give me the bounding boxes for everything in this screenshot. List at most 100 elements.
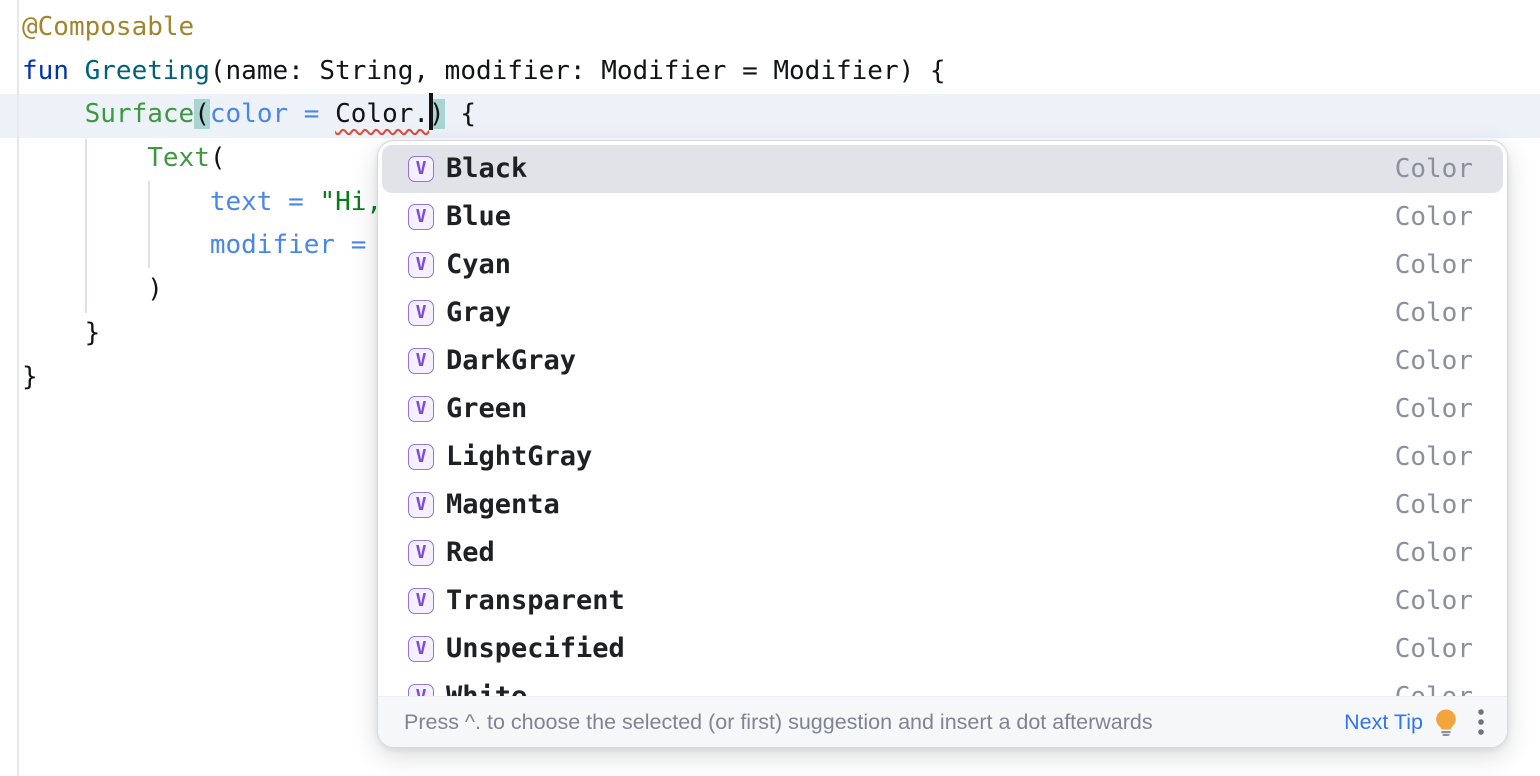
code-token-match: (: [194, 99, 210, 130]
code-line: text = "Hi,: [22, 181, 946, 225]
code-token-namedarg: color: [209, 99, 289, 130]
completion-item[interactable]: V Red Color: [382, 529, 1503, 577]
hint-text: Press ^. to choose the selected (or firs…: [404, 709, 1153, 734]
completion-item-type: Color: [1394, 442, 1473, 472]
indent-guide: [148, 181, 150, 268]
completion-item-type: Color: [1394, 586, 1473, 616]
code-line: @Composable: [22, 6, 946, 50]
value-icon: V: [408, 684, 434, 696]
next-tip-link[interactable]: Next Tip: [1344, 709, 1423, 734]
completion-item-name: White: [446, 673, 527, 696]
gutter-border: [17, 0, 19, 776]
code-line: modifier =: [22, 224, 946, 268]
text-caret: [429, 93, 433, 131]
more-options-icon[interactable]: [1477, 707, 1485, 737]
value-icon: V: [408, 396, 434, 422]
code-token-keyword: fun: [22, 55, 69, 86]
value-icon: V: [408, 252, 434, 278]
code-token-string: "Hi,: [319, 186, 383, 217]
completion-item[interactable]: V Black Color: [382, 145, 1503, 193]
code-token-plain: [22, 230, 210, 260]
code-token-plain: (: [209, 143, 226, 174]
completion-item-type: Color: [1394, 202, 1473, 232]
code-token-plain: }: [22, 317, 101, 348]
code-token-namedarg: =: [350, 230, 367, 261]
value-icon: V: [408, 636, 434, 662]
completion-item[interactable]: V DarkGray Color: [382, 337, 1503, 385]
completion-item-type: Color: [1394, 298, 1473, 328]
code-token-annotation: @Composable: [22, 12, 195, 42]
completion-item-name: Transparent: [446, 585, 625, 616]
completion-item-type: Color: [1394, 250, 1473, 280]
code-token-match: ): [429, 99, 445, 130]
completion-item-name: Cyan: [446, 249, 512, 280]
completion-item-name: Red: [446, 537, 495, 568]
completion-item[interactable]: V Gray Color: [382, 289, 1503, 337]
lightbulb-icon: [1433, 708, 1459, 736]
code-token-plain: {: [444, 99, 476, 130]
code-token-namedarg: modifier: [209, 230, 336, 261]
completion-item-type: Color: [1394, 538, 1473, 568]
completion-item-type: Color: [1394, 346, 1473, 376]
value-icon: V: [408, 348, 434, 374]
code-token-plain: [288, 99, 304, 129]
code-token-plain: (name: String, modifier: Modifier = Modi…: [209, 55, 946, 86]
current-line-highlight: [0, 94, 1540, 138]
code-token-plain: }: [22, 361, 38, 392]
completion-item[interactable]: V Green Color: [382, 385, 1503, 433]
code-token-plain: [22, 99, 85, 129]
value-icon: V: [408, 540, 434, 566]
completion-item[interactable]: V Magenta Color: [382, 481, 1503, 529]
completion-item[interactable]: V Transparent Color: [382, 577, 1503, 625]
code-token-error: Color.: [335, 99, 430, 130]
code-token-plain: ): [22, 274, 163, 305]
completion-hint-bar: Press ^. to choose the selected (or firs…: [378, 696, 1507, 747]
completion-item-type: Color: [1394, 634, 1473, 664]
indent-guide: [85, 139, 87, 313]
completion-item-type: Color: [1394, 154, 1473, 184]
completion-item-type: Color: [1394, 394, 1473, 424]
code-line: }: [22, 312, 946, 356]
completion-item-name: Unspecified: [446, 633, 625, 664]
completion-item-type: Color: [1395, 673, 1473, 696]
code-token-plain: [22, 143, 147, 173]
code-token-plain: [319, 99, 335, 129]
completion-item-name: DarkGray: [446, 345, 577, 376]
code-line: fun Greeting(name: String, modifier: Mod…: [22, 50, 946, 94]
value-icon: V: [408, 444, 434, 470]
completion-item-name: Magenta: [446, 489, 560, 520]
code-token-plain: [304, 187, 320, 217]
code-token-plain: [272, 187, 288, 217]
code-text: @Composable fun Greeting(name: String, mo…: [22, 6, 946, 399]
completion-item[interactable]: V LightGray Color: [382, 433, 1503, 481]
code-token-namedarg: =: [288, 186, 304, 217]
value-icon: V: [408, 492, 434, 518]
completion-item[interactable]: V Blue Color: [382, 193, 1503, 241]
completion-item[interactable]: V Cyan Color: [382, 241, 1503, 289]
code-token-composable: Text: [147, 143, 210, 174]
completion-item[interactable]: V White Color: [382, 673, 1503, 696]
code-token-plain: [69, 56, 85, 86]
completion-item-type: Color: [1394, 490, 1473, 520]
code-token-fndecl: Greeting: [84, 55, 210, 86]
code-token-namedarg: text: [209, 186, 273, 217]
completion-item-name: Green: [446, 393, 528, 424]
completion-item-name: Gray: [446, 297, 512, 328]
completion-item-name: Black: [446, 153, 528, 184]
value-icon: V: [408, 300, 434, 326]
code-line: ): [22, 268, 946, 312]
value-icon: V: [408, 156, 434, 182]
code-token-plain: [22, 187, 210, 217]
completion-item-name: LightGray: [446, 441, 593, 472]
completion-item-name: Blue: [446, 201, 512, 232]
code-line: }: [22, 356, 946, 400]
code-token-namedarg: =: [303, 99, 320, 130]
code-token-composable: Surface: [84, 99, 195, 130]
completion-item[interactable]: V Unspecified Color: [382, 625, 1503, 673]
value-icon: V: [408, 588, 434, 614]
value-icon: V: [408, 204, 434, 230]
code-token-plain: [335, 230, 351, 260]
code-line: Surface(color = Color.) {: [22, 93, 946, 137]
